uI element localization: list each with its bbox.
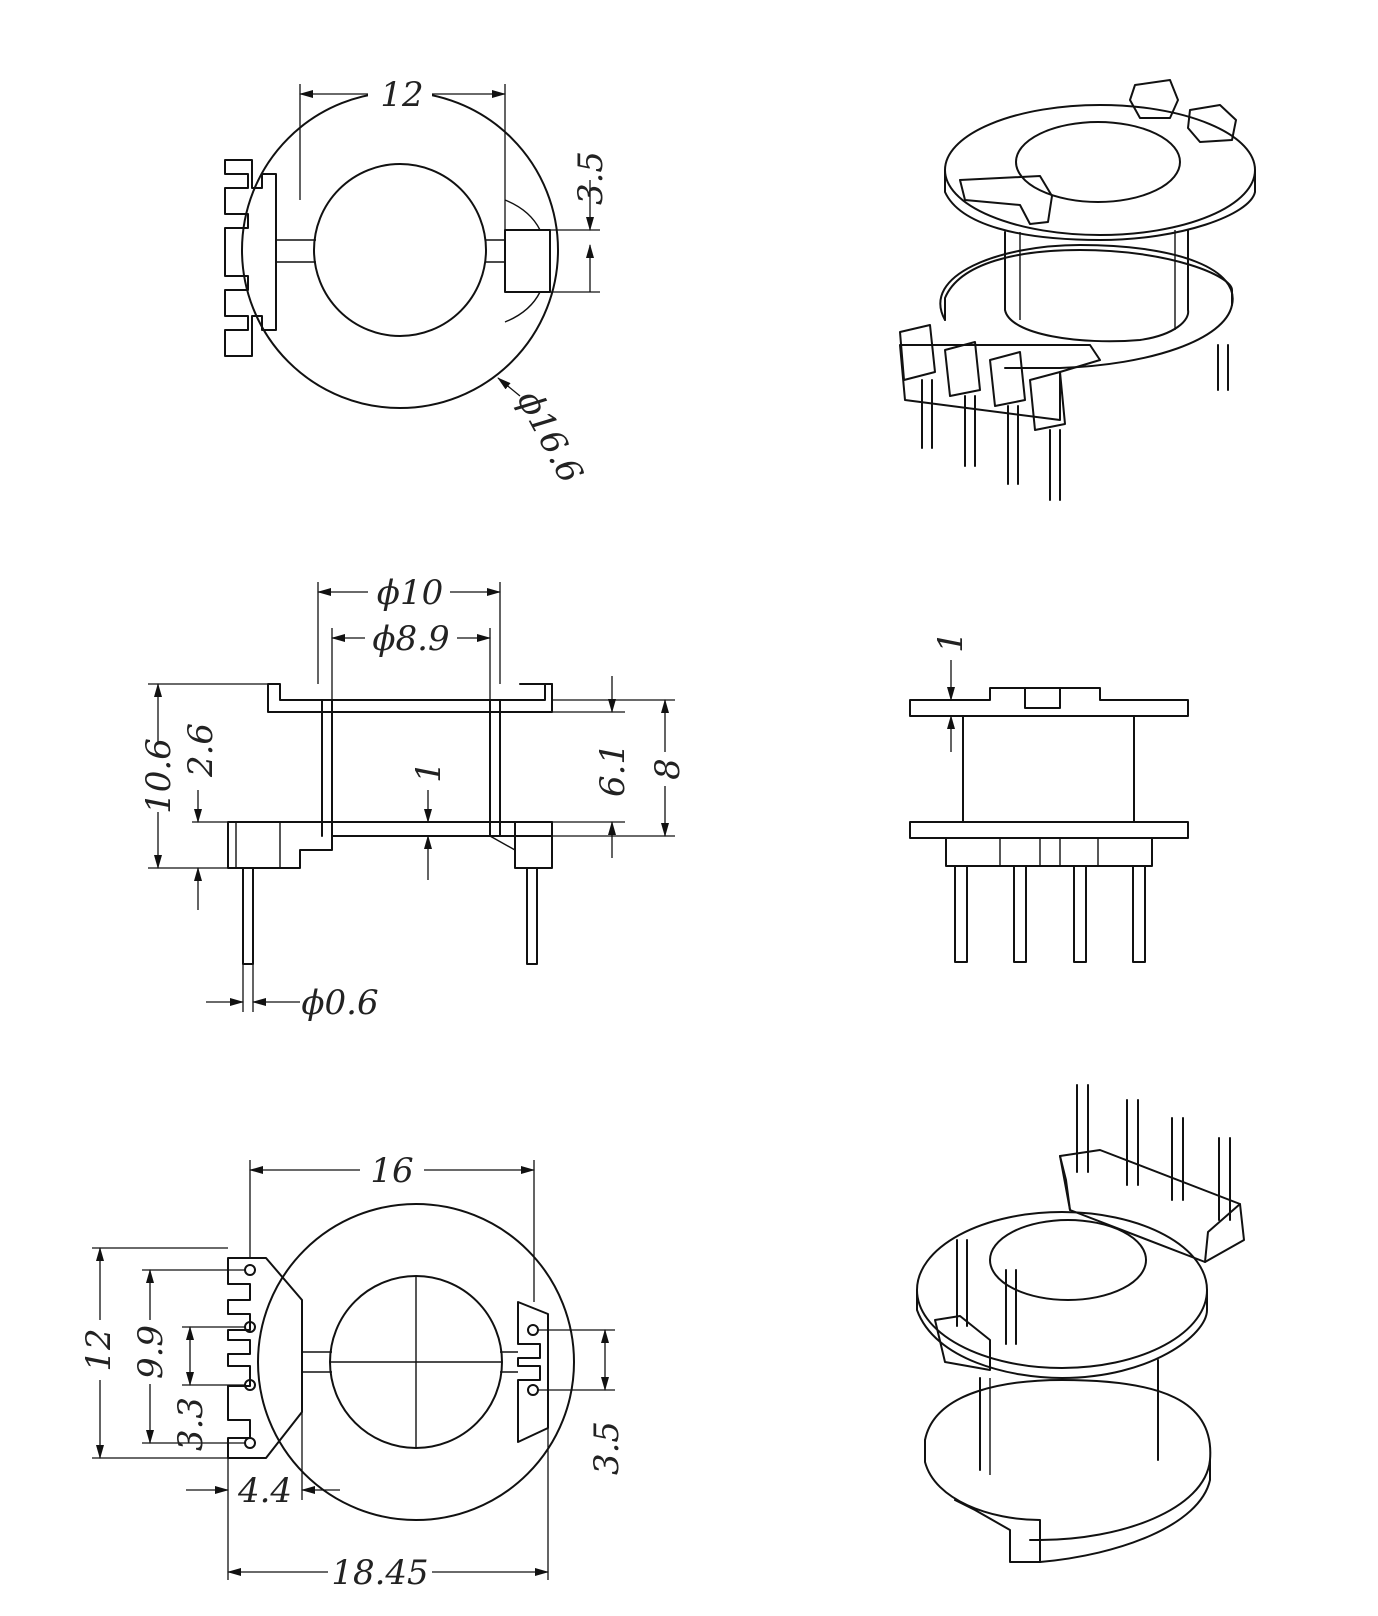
top-view-pin-comb	[224, 159, 277, 357]
dim-bottom-3-3: 3.3	[171, 1397, 211, 1451]
bottom-view: 16 12 9.9 3.3 4.4 18.45 3.5	[79, 1151, 627, 1593]
isometric-view-top	[899, 79, 1256, 501]
dim-bottom-4-4: 4.4	[237, 1471, 292, 1511]
dim-bottom-9-9: 9.9	[131, 1325, 171, 1379]
side-view-pin-left	[242, 867, 254, 965]
dim-bottom-12: 12	[79, 1328, 119, 1371]
dim-top-12: 12	[380, 75, 423, 115]
top-view: 12 3.5 ϕ16.6	[224, 75, 611, 490]
isometric-view-bottom	[916, 1084, 1245, 1563]
dim-side-10-6: 10.6	[139, 738, 179, 814]
dim-side-6-1: 6.1	[593, 743, 633, 797]
top-view-outer-ring	[241, 91, 559, 409]
top-view-inner-bore	[313, 163, 487, 337]
side-view: ϕ10 ϕ8.9 10.6 2.6 1 6.1 8	[139, 573, 688, 1023]
dim-side-8: 8	[648, 758, 688, 780]
dim-side-1: 1	[409, 761, 449, 783]
dim-side-2-6: 2.6	[181, 723, 221, 778]
dim-front-1: 1	[931, 631, 971, 653]
dim-bottom-16: 16	[370, 1151, 413, 1191]
front-view-pin-2	[1013, 865, 1027, 963]
side-view-pin-right	[526, 867, 538, 965]
bottom-view-outer-ring	[257, 1203, 575, 1521]
dim-side-d10: ϕ10	[377, 573, 443, 613]
dim-side-d0-6: ϕ0.6	[301, 983, 378, 1023]
bottom-view-right-pins	[517, 1301, 549, 1443]
front-view-pin-3	[1073, 865, 1087, 963]
dim-side-d8-9: ϕ8.9	[372, 619, 449, 659]
front-view-pin-1	[954, 865, 968, 963]
front-view: 1	[909, 631, 1189, 963]
front-view-pin-4	[1132, 865, 1146, 963]
dim-bottom-3-5: 3.5	[587, 1421, 627, 1475]
dim-top-3-5: 3.5	[571, 151, 611, 205]
dim-bottom-18-45: 18.45	[331, 1553, 428, 1593]
dim-top-d16-6: ϕ16.6	[509, 384, 591, 490]
bottom-view-pin-comb	[227, 1257, 303, 1459]
top-view-slot-tab	[504, 229, 551, 293]
